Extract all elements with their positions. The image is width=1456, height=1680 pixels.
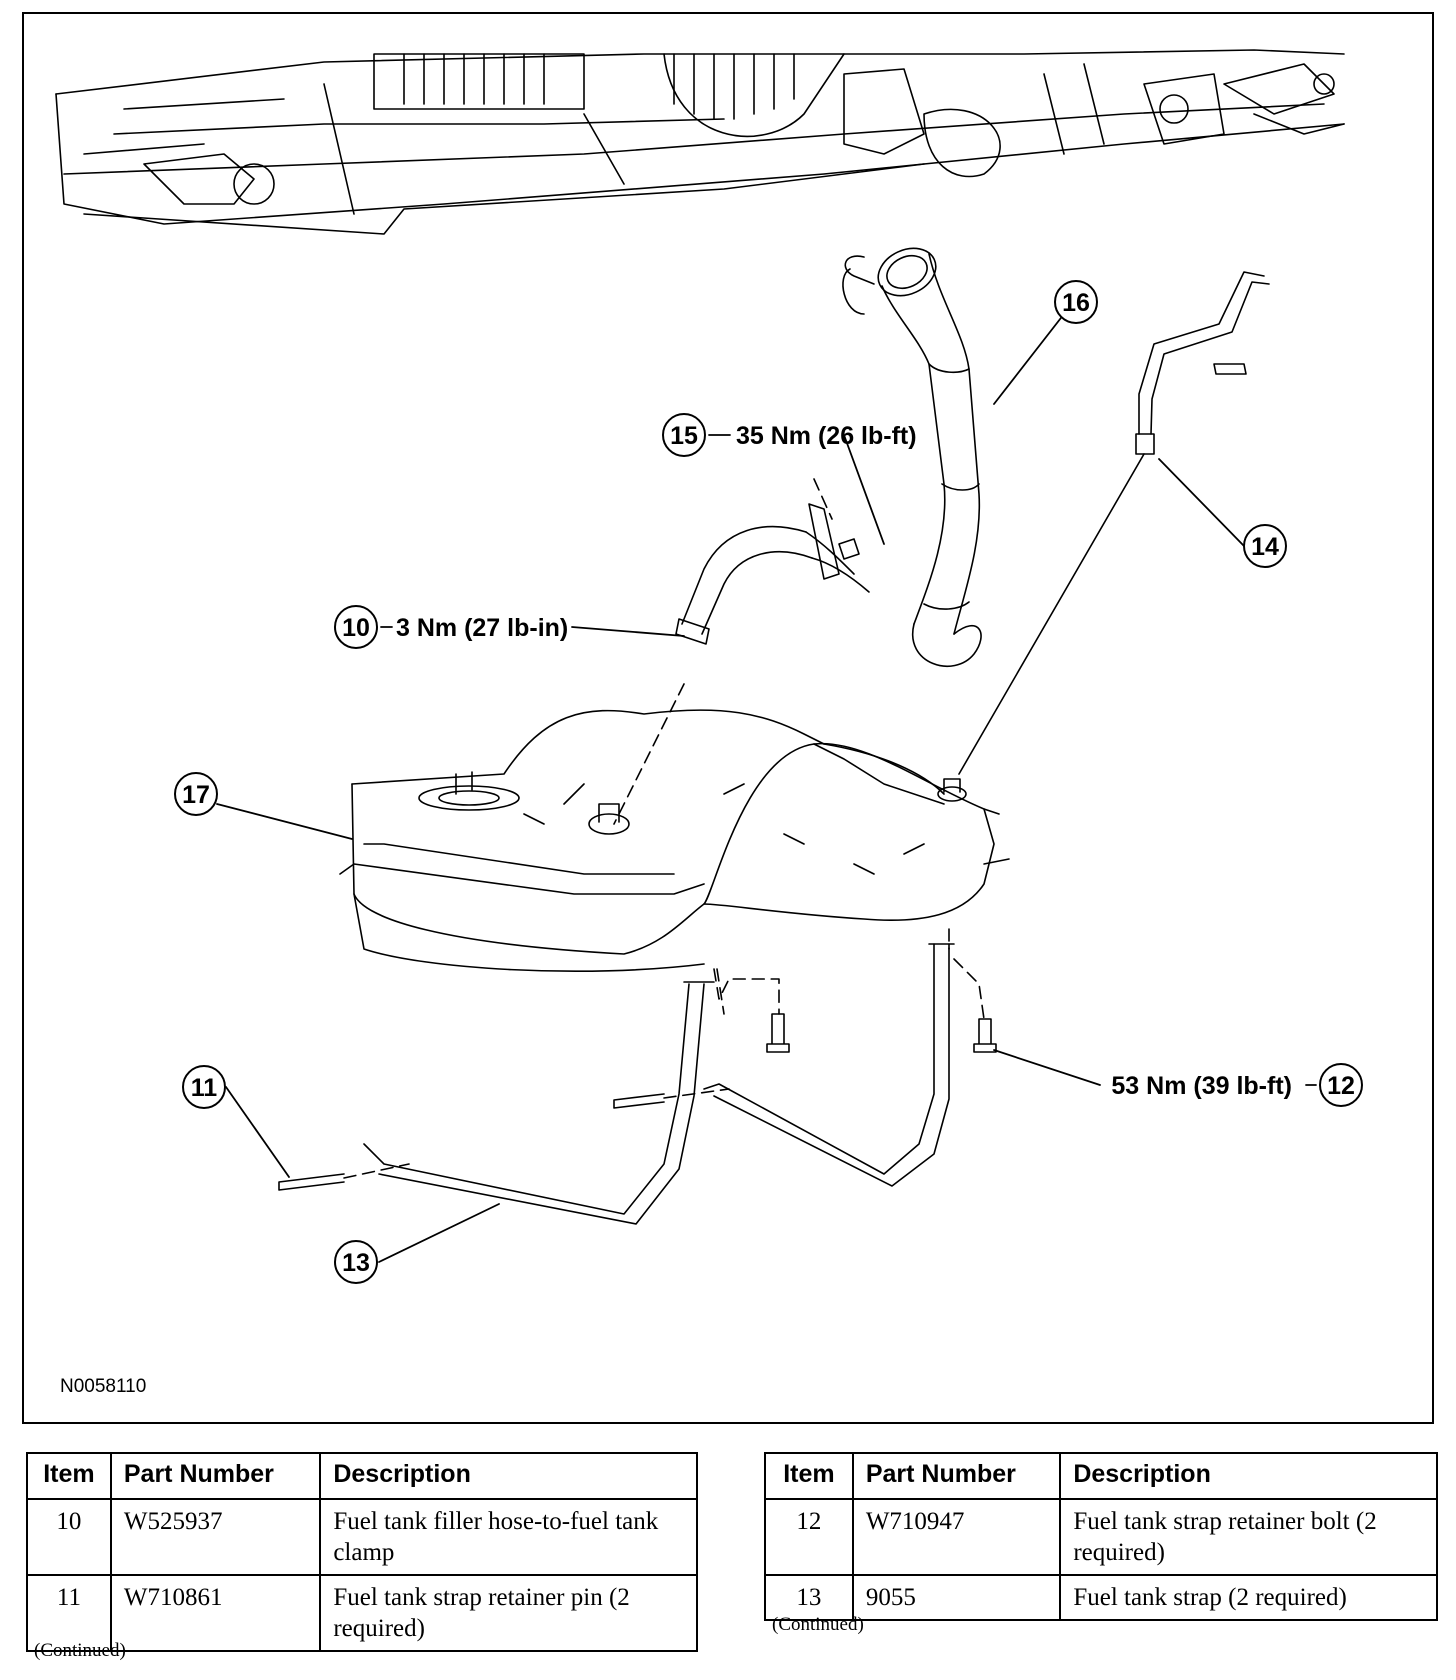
cell-part-number: W710861 xyxy=(109,1574,322,1652)
header-description: Description xyxy=(319,1452,698,1500)
header-part-number: Part Number xyxy=(109,1452,322,1500)
cell-description: Fuel tank strap retainer bolt (2 require… xyxy=(1059,1498,1438,1576)
diagram-canvas: 16 15 35 Nm (26 lb-ft) 14 10 3 Nm (27 lb… xyxy=(55,49,1363,1397)
continued-note-left: (Continued) xyxy=(34,1640,126,1661)
header-description: Description xyxy=(1059,1452,1438,1500)
continued-note-right: (Continued) xyxy=(772,1614,864,1635)
table-header-row: Item Part Number Description xyxy=(764,1452,1438,1500)
fuel-tank xyxy=(339,709,1010,973)
callout-17: 17 xyxy=(182,781,210,809)
callout-circles xyxy=(174,280,1363,1284)
callout-14: 14 xyxy=(1251,533,1279,561)
callout-11: 11 xyxy=(191,1074,218,1102)
fuel-filler-hose xyxy=(675,503,870,645)
header-item: Item xyxy=(26,1452,112,1500)
cell-description: Fuel tank strap (2 required) xyxy=(1059,1574,1438,1621)
figure-id: N0058110 xyxy=(60,1376,146,1397)
callout-16: 16 xyxy=(1062,289,1090,317)
callout-15-torque: 35 Nm (26 lb-ft) xyxy=(736,422,917,450)
cell-part-number: W710947 xyxy=(851,1498,1062,1576)
parts-table-right: Item Part Number Description 12 W710947 … xyxy=(764,1452,1438,1621)
header-part-number: Part Number xyxy=(851,1452,1062,1500)
cell-item: 13 xyxy=(764,1574,854,1621)
callout-labels: 16 15 35 Nm (26 lb-ft) 14 10 3 Nm (27 lb… xyxy=(182,289,1355,1277)
callout-15: 15 xyxy=(670,422,698,450)
fuel-vent-tube xyxy=(958,271,1270,775)
leader-lines xyxy=(216,313,1317,1263)
header-item: Item xyxy=(764,1452,854,1500)
fuel-tank-straps xyxy=(363,943,955,1225)
cell-part-number: 9055 xyxy=(851,1574,1062,1621)
exploded-view-diagram: 16 15 35 Nm (26 lb-ft) 14 10 3 Nm (27 lb… xyxy=(22,12,1434,1424)
callout-12: 12 xyxy=(1327,1072,1355,1100)
table-row: 11 W710861 Fuel tank strap retainer pin … xyxy=(26,1574,698,1652)
parts-table-left: Item Part Number Description 10 W525937 … xyxy=(26,1452,698,1652)
alignment-lines xyxy=(343,478,985,1179)
table-row: 12 W710947 Fuel tank strap retainer bolt… xyxy=(764,1498,1438,1576)
fuel-filler-pipe xyxy=(842,247,982,668)
cell-part-number: W525937 xyxy=(109,1498,322,1576)
callout-13: 13 xyxy=(342,1249,370,1277)
table-row: 13 9055 Fuel tank strap (2 required) xyxy=(764,1574,1438,1621)
cell-item: 10 xyxy=(26,1498,112,1576)
cell-item: 12 xyxy=(764,1498,854,1576)
cell-description: Fuel tank filler hose-to-fuel tank clamp xyxy=(319,1498,698,1576)
callout-10: 10 xyxy=(342,614,370,642)
callout-12-torque: 53 Nm (39 lb-ft) xyxy=(1111,1072,1292,1100)
strap-retainer-hardware xyxy=(278,538,997,1191)
cell-description: Fuel tank strap retainer pin (2 required… xyxy=(319,1574,698,1652)
table-row: 10 W525937 Fuel tank filler hose-to-fuel… xyxy=(26,1498,698,1576)
callout-10-torque: 3 Nm (27 lb-in) xyxy=(396,614,568,642)
cell-item: 11 xyxy=(26,1574,112,1652)
table-header-row: Item Part Number Description xyxy=(26,1452,698,1500)
vehicle-underbody xyxy=(55,49,1345,235)
